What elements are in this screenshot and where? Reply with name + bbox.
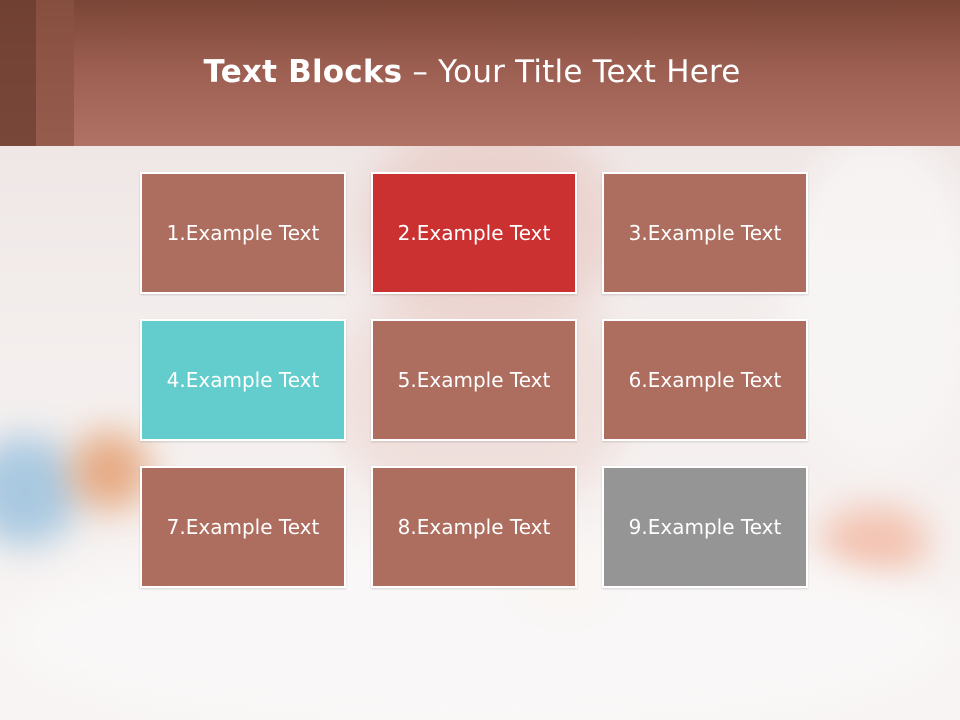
text-block-4[interactable]: 4.Example Text <box>140 319 346 441</box>
text-block-label: 6.Example Text <box>628 368 782 392</box>
text-block-1[interactable]: 1.Example Text <box>140 172 346 294</box>
text-block-label: 9.Example Text <box>628 515 782 539</box>
background-blur-shape <box>820 506 930 576</box>
text-block-label: 3.Example Text <box>628 221 782 245</box>
text-block-label: 7.Example Text <box>166 515 320 539</box>
title-bold-text: Text Blocks <box>203 54 403 90</box>
slide-title[interactable]: Text Blocks – Your Title Text Here <box>0 54 944 90</box>
header-accent-stripe <box>36 0 74 146</box>
header-accent-stripe <box>0 0 36 146</box>
background-blur-shape <box>780 146 960 466</box>
header-band: Text Blocks – Your Title Text Here <box>0 0 960 146</box>
text-block-3[interactable]: 3.Example Text <box>602 172 808 294</box>
background-blur-shape <box>0 436 80 546</box>
text-block-label: 1.Example Text <box>166 221 320 245</box>
text-block-7[interactable]: 7.Example Text <box>140 466 346 588</box>
background-blur-shape <box>70 431 150 511</box>
title-dash: – <box>402 54 439 90</box>
text-block-label: 8.Example Text <box>397 515 551 539</box>
text-block-label: 4.Example Text <box>166 368 320 392</box>
text-block-label: 2.Example Text <box>397 221 551 245</box>
text-block-9[interactable]: 9.Example Text <box>602 466 808 588</box>
text-block-6[interactable]: 6.Example Text <box>602 319 808 441</box>
text-block-label: 5.Example Text <box>397 368 551 392</box>
text-block-2[interactable]: 2.Example Text <box>371 172 577 294</box>
text-block-8[interactable]: 8.Example Text <box>371 466 577 588</box>
title-rest-text: Your Title Text Here <box>438 54 741 90</box>
text-block-5[interactable]: 5.Example Text <box>371 319 577 441</box>
